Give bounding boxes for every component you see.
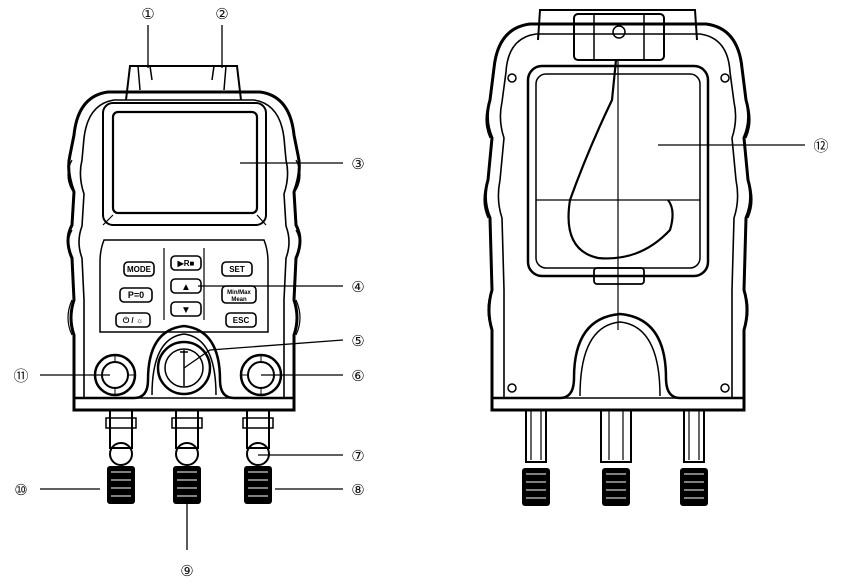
esc-key[interactable]: ESC xyxy=(225,312,257,328)
svg-text:P=0: P=0 xyxy=(128,290,144,300)
right-port xyxy=(242,410,274,504)
back-view xyxy=(483,9,753,506)
callout-labels: ① ② ③ ④ ⑤ ⑥ ⑦ ⑧ ⑨ ⑩ ⑪ ⑫ xyxy=(13,5,828,580)
record-key[interactable]: ▶R■ xyxy=(170,255,202,271)
callout-1: ① xyxy=(141,5,154,23)
callout-6: ⑥ xyxy=(351,367,364,385)
display-bezel xyxy=(102,102,267,226)
leader-lines xyxy=(40,25,805,550)
callout-4: ④ xyxy=(351,278,364,296)
back-left-port xyxy=(522,410,550,506)
down-key[interactable]: ▼ xyxy=(170,301,202,317)
callout-2: ② xyxy=(215,5,228,23)
set-key[interactable]: SET xyxy=(221,261,253,277)
up-key[interactable]: ▲ xyxy=(170,278,202,294)
front-view: MODE ▶R■ SET P=0 ▲ Min/Max Mean ⏻ / ☼ xyxy=(66,65,302,504)
callout-10: ⑩ xyxy=(14,481,27,499)
back-right-port xyxy=(680,410,708,506)
callout-11: ⑪ xyxy=(13,367,28,385)
power-light-key[interactable]: ⏻ / ☼ xyxy=(115,312,151,328)
sight-glass xyxy=(156,340,212,396)
svg-text:MODE: MODE xyxy=(127,265,152,274)
svg-text:⏻ / ☼: ⏻ / ☼ xyxy=(123,316,143,325)
left-port xyxy=(105,410,137,504)
svg-text:▲: ▲ xyxy=(181,282,191,293)
center-port xyxy=(171,410,203,504)
callout-12: ⑫ xyxy=(813,137,828,155)
mode-key[interactable]: MODE xyxy=(123,261,155,277)
callout-8: ⑧ xyxy=(351,481,364,499)
back-body-outline xyxy=(483,22,753,412)
hanger-hook xyxy=(567,59,674,260)
svg-text:▶R■: ▶R■ xyxy=(177,259,195,268)
back-center-port xyxy=(600,410,632,506)
left-port-nut xyxy=(107,466,135,504)
minmax-key[interactable]: Min/Max Mean xyxy=(221,285,257,304)
center-port-nut xyxy=(173,466,201,504)
zero-key[interactable]: P=0 xyxy=(119,287,153,303)
callout-5: ⑤ xyxy=(351,332,364,350)
svg-text:SET: SET xyxy=(229,265,245,274)
display-screen xyxy=(111,110,259,215)
svg-text:Min/Max: Min/Max xyxy=(227,290,251,296)
callout-3: ③ xyxy=(351,155,364,173)
right-port-nut xyxy=(244,466,272,504)
svg-text:Mean: Mean xyxy=(231,297,247,303)
svg-text:▼: ▼ xyxy=(181,305,191,316)
front-body-outline xyxy=(66,90,302,412)
callout-7: ⑦ xyxy=(351,447,364,465)
callout-9: ⑨ xyxy=(180,562,193,580)
svg-text:ESC: ESC xyxy=(233,316,250,325)
